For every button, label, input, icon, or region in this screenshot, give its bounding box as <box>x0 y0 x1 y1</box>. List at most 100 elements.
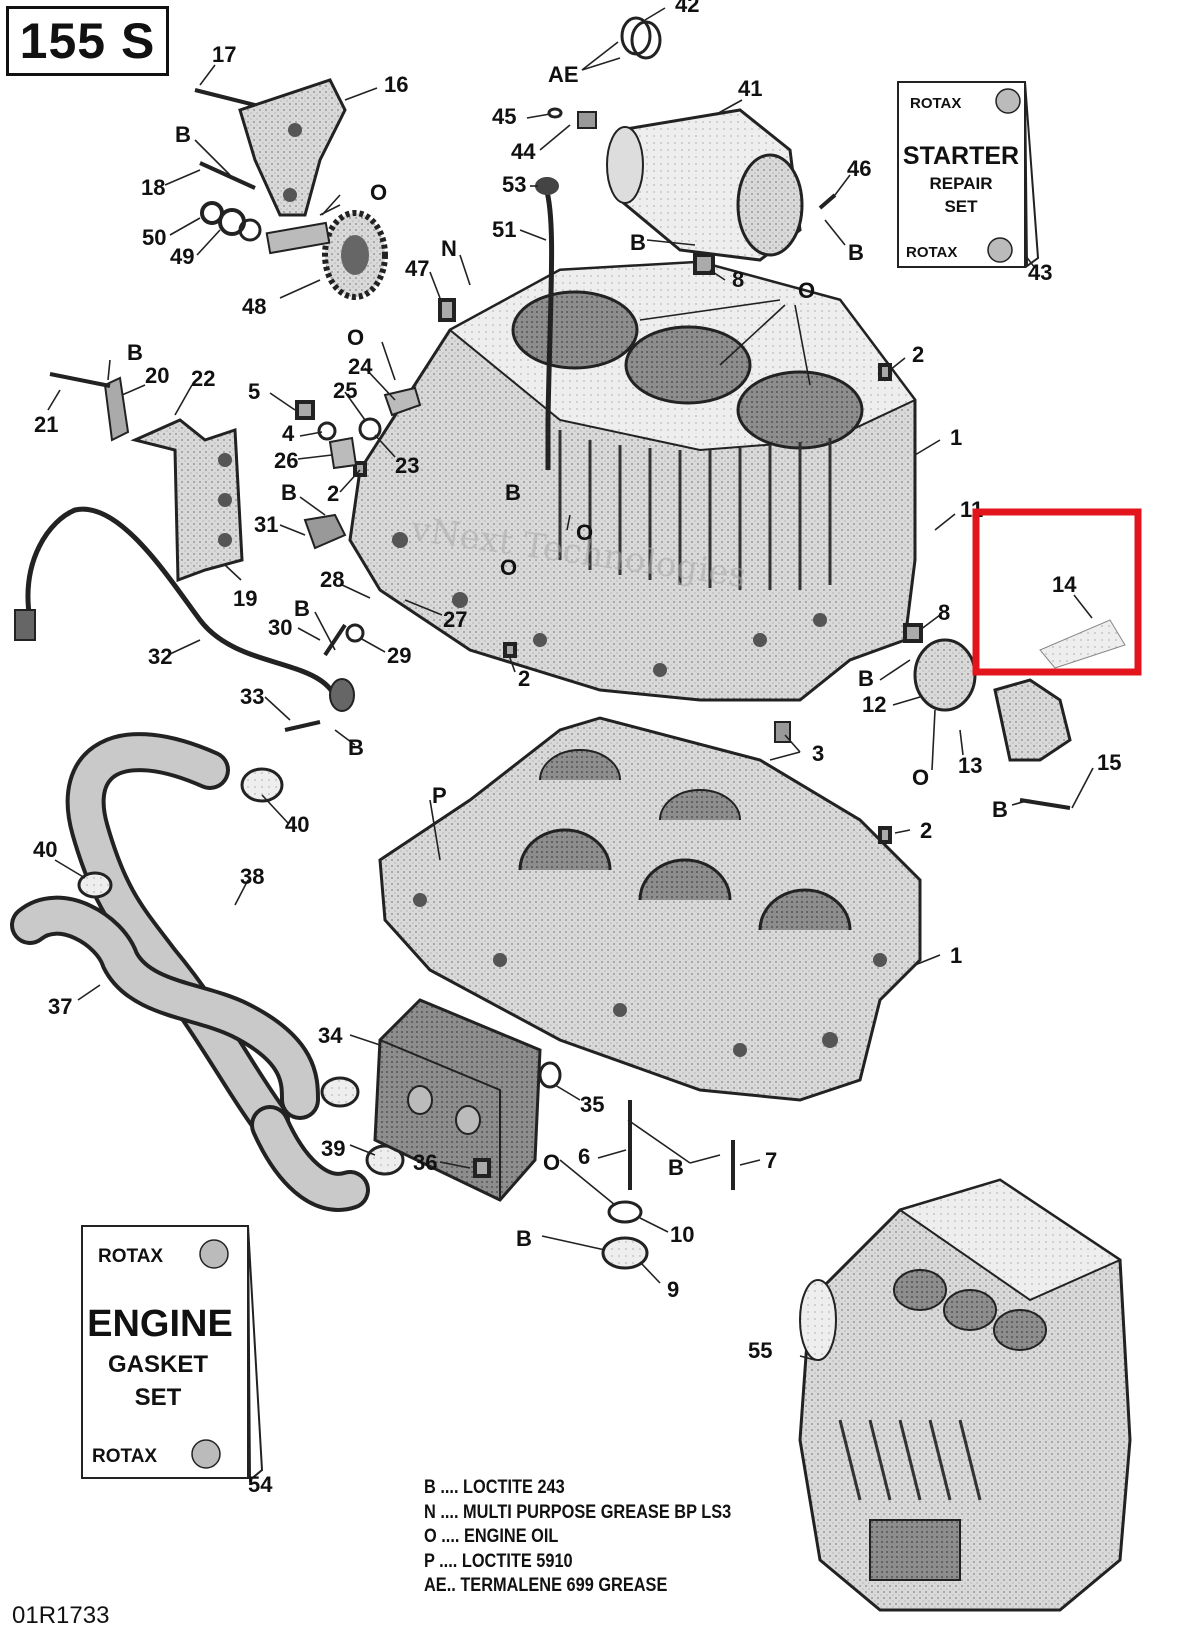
callout-part-30: 30 <box>268 615 292 640</box>
lower-crankcase <box>378 716 922 1102</box>
callout-part-4: 4 <box>282 421 295 446</box>
callout-part-28: 28 <box>320 567 344 592</box>
model-label-box: 155 S <box>6 6 169 76</box>
starter-kit-line1: STARTER <box>903 142 1019 170</box>
sensor-harness-32 <box>25 506 341 703</box>
hose-clamps <box>77 767 405 1176</box>
callout-part-6: 6 <box>578 1144 590 1169</box>
engine-gasket-kit: ROTAX ENGINE GASKET SET ROTAX <box>81 1225 264 1483</box>
callout-part-5: 5 <box>248 379 260 404</box>
legend-item-o: O .... ENGINE OIL <box>424 1526 559 1547</box>
lube-mark-b-12: B <box>505 480 521 505</box>
callout-part-48: 48 <box>242 294 266 319</box>
legend: B .... LOCTITE 243 N .... MULTI PURPOSE … <box>424 1476 731 1599</box>
plugs-and-covers <box>303 386 1072 1270</box>
lube-mark-b-11: B <box>516 1226 532 1251</box>
complete-engine-55 <box>798 1178 1132 1612</box>
callout-part-12: 12 <box>862 692 886 717</box>
callout-part-32: 32 <box>148 644 172 669</box>
callout-part-18: 18 <box>141 175 165 200</box>
callout-part-29: 29 <box>387 643 411 668</box>
bracket-22 <box>130 418 244 583</box>
callout-part-8-right: 8 <box>938 600 950 625</box>
starter-motor <box>577 108 804 262</box>
callout-part-23: 23 <box>395 453 419 478</box>
callout-part-40-upper: 40 <box>285 812 309 837</box>
callout-part-54: 54 <box>248 1472 273 1497</box>
callout-part-22: 22 <box>191 366 215 391</box>
lube-mark-o-3: O <box>347 325 364 350</box>
callout-part-47: 47 <box>405 256 429 281</box>
callout-part-25: 25 <box>333 378 357 403</box>
callout-part-24: 24 <box>348 354 373 379</box>
callout-part-49: 49 <box>170 244 194 269</box>
lubricant-marks: AE B B B B B B B B B B B B N O O O O O O… <box>127 62 1008 1251</box>
lube-mark-b-7: B <box>348 735 364 760</box>
legend-item-b: B .... LOCTITE 243 <box>424 1477 565 1498</box>
o-rings <box>317 16 662 1224</box>
coolant-hoses <box>10 732 370 1212</box>
leader-lines <box>47 7 1094 1361</box>
lube-mark-ae: AE <box>548 62 579 87</box>
callout-part-50: 50 <box>142 225 166 250</box>
callout-part-21: 21 <box>34 412 58 437</box>
callout-part-20: 20 <box>145 363 169 388</box>
callout-part-34: 34 <box>318 1023 343 1048</box>
callout-part-7: 7 <box>765 1148 777 1173</box>
callout-part-37: 37 <box>48 994 72 1019</box>
lube-mark-o-7: O <box>500 555 517 580</box>
engine-kit-line3: SET <box>135 1384 182 1411</box>
callout-part-2-right: 2 <box>920 818 932 843</box>
callout-part-51: 51 <box>492 217 516 242</box>
starter-repair-kit: ROTAX STARTER REPAIR SET ROTAX <box>897 81 1040 268</box>
lube-mark-b-5: B <box>281 480 297 505</box>
callout-part-35: 35 <box>580 1092 604 1117</box>
starter-kit-line2: REPAIR <box>930 174 993 193</box>
callout-part-16: 16 <box>384 72 408 97</box>
legend-item-ae: AE.. TERMALENE 699 GREASE <box>424 1575 668 1596</box>
figure-id: 01R1733 <box>12 1602 110 1629</box>
starter-kit-brand-bottom: ROTAX <box>906 244 957 261</box>
starter-kit-brand-top: ROTAX <box>910 95 961 112</box>
callout-part-17: 17 <box>212 42 236 67</box>
starter-kit-line3: SET <box>944 197 978 216</box>
callout-part-2-bottom: 2 <box>518 666 530 691</box>
callout-labels: 1 1 2 2 2 2 3 4 5 6 7 8 8 9 10 11 12 13 … <box>33 0 1121 1497</box>
callout-part-45: 45 <box>492 104 516 129</box>
callout-part-8-top: 8 <box>732 267 744 292</box>
callout-part-15: 15 <box>1097 750 1121 775</box>
callout-part-13: 13 <box>958 753 982 778</box>
highlight-box-part-14 <box>972 508 1142 676</box>
callout-part-38: 38 <box>240 864 264 889</box>
callout-part-1-upper: 1 <box>950 425 962 450</box>
callout-part-10: 10 <box>670 1222 694 1247</box>
engine-kit-brand-top: ROTAX <box>98 1246 163 1267</box>
lube-mark-b-6: B <box>294 596 310 621</box>
lube-mark-b-1: B <box>175 122 191 147</box>
lube-mark-b-2: B <box>630 230 646 255</box>
gear-48 <box>200 201 388 300</box>
legend-item-p: P .... LOCTITE 5910 <box>424 1550 573 1572</box>
lube-mark-o-2: O <box>798 278 815 303</box>
lube-mark-p: P <box>432 783 447 808</box>
engine-kit-line2: GASKET <box>108 1351 208 1378</box>
callout-part-2-left: 2 <box>327 481 339 506</box>
lube-mark-b-4: B <box>127 340 143 365</box>
engine-kit-line1: ENGINE <box>87 1303 233 1345</box>
callout-part-40-lower: 40 <box>33 837 57 862</box>
model-label: 155 S <box>19 13 156 69</box>
lube-mark-b-3: B <box>848 240 864 265</box>
callout-part-53: 53 <box>502 172 526 197</box>
callout-part-1-lower: 1 <box>950 943 962 968</box>
callout-part-9: 9 <box>667 1277 679 1302</box>
callout-part-31: 31 <box>254 512 278 537</box>
callout-part-36: 36 <box>413 1150 437 1175</box>
engine-kit-brand-bottom: ROTAX <box>92 1446 157 1467</box>
lube-mark-b-9: B <box>992 797 1008 822</box>
callout-part-41: 41 <box>738 76 762 101</box>
callout-part-55: 55 <box>748 1338 772 1363</box>
callout-part-43: 43 <box>1028 260 1052 285</box>
callout-part-46: 46 <box>847 156 871 181</box>
